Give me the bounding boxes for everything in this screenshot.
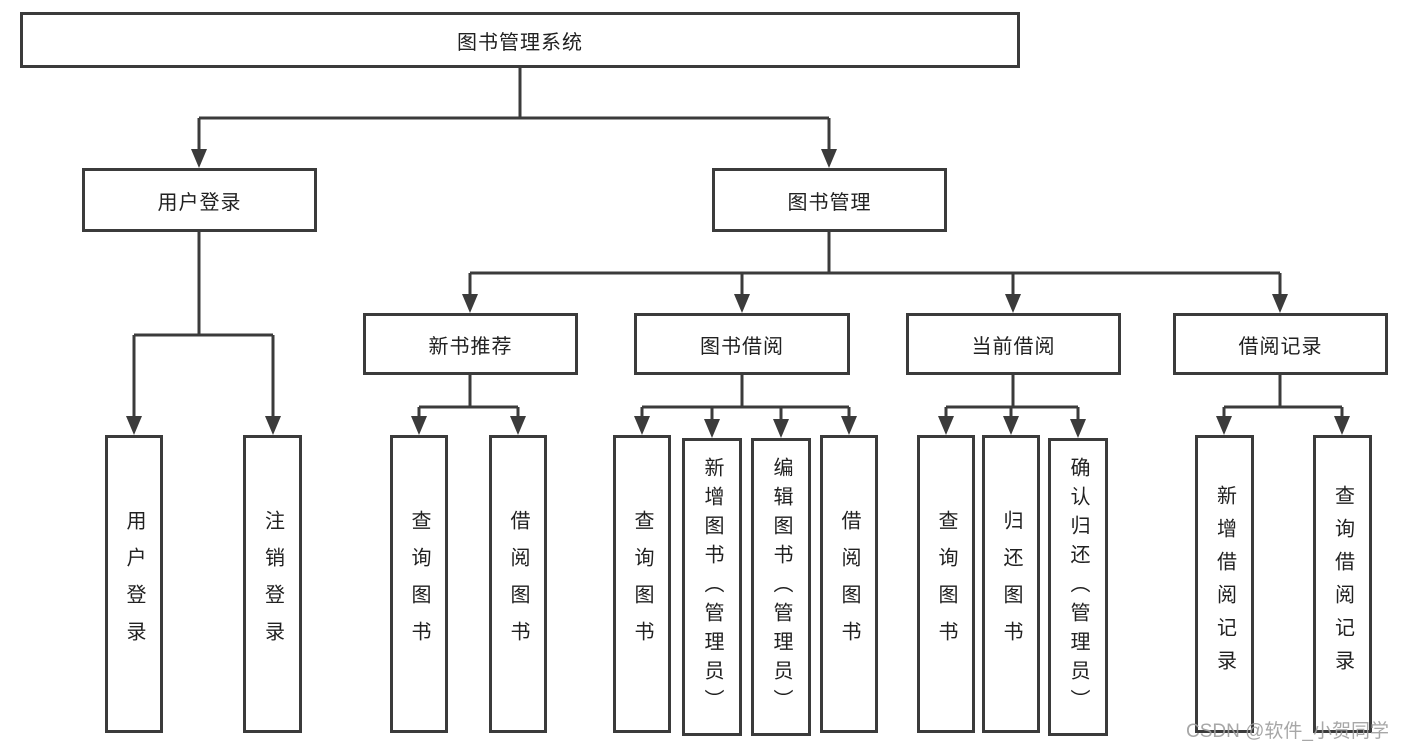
leaf-user-login: 用户登录 xyxy=(105,435,163,733)
leaf-logout: 注销登录 xyxy=(243,435,302,733)
node-book-borrowing: 图书借阅 xyxy=(634,313,850,375)
arrowhead-icons xyxy=(126,149,1350,438)
node-label: 确认归还（管理员） xyxy=(1067,456,1089,718)
leaf-add-borrow-record: 新增借阅记录 xyxy=(1195,435,1254,733)
node-current-borrowing: 当前借阅 xyxy=(906,313,1121,375)
node-library-system: 图书管理系统 xyxy=(20,12,1020,68)
node-label: 查询图书 xyxy=(408,510,430,658)
node-label: 借阅记录 xyxy=(1238,335,1323,358)
node-label: 归还图书 xyxy=(1000,510,1022,658)
node-label: 注销登录 xyxy=(261,510,284,658)
node-label: 当前借阅 xyxy=(971,335,1056,358)
leaf-query-books-3: 查询图书 xyxy=(917,435,975,733)
node-label: 借阅图书 xyxy=(838,510,860,658)
node-label: 新增图书（管理员） xyxy=(701,456,723,718)
leaf-return-books: 归还图书 xyxy=(982,435,1040,733)
node-label: 查询图书 xyxy=(935,510,957,658)
leaf-add-books-admin: 新增图书（管理员） xyxy=(682,438,742,736)
node-label: 用户登录 xyxy=(123,510,145,658)
csdn-watermark: CSDN @软件_小贺同学 xyxy=(1186,721,1389,742)
leaf-query-books-2: 查询图书 xyxy=(613,435,671,733)
node-user-login: 用户登录 xyxy=(82,168,317,232)
node-label: 图书管理系统 xyxy=(457,31,583,54)
node-label: 查询借阅记录 xyxy=(1331,485,1354,683)
node-label: 借阅图书 xyxy=(507,510,529,658)
node-label: 新书推荐 xyxy=(428,335,513,358)
leaf-edit-books-admin: 编辑图书（管理员） xyxy=(751,438,811,736)
leaf-borrow-books-1: 借阅图书 xyxy=(489,435,547,733)
node-label: 图书管理 xyxy=(787,191,872,214)
node-label: 查询图书 xyxy=(631,510,653,658)
leaf-query-borrow-record: 查询借阅记录 xyxy=(1313,435,1372,733)
leaf-confirm-return-admin: 确认归还（管理员） xyxy=(1048,438,1108,736)
node-borrowing-records: 借阅记录 xyxy=(1173,313,1388,375)
node-label: 新增借阅记录 xyxy=(1213,485,1236,683)
node-label: 图书借阅 xyxy=(700,335,784,358)
leaf-borrow-books-2: 借阅图书 xyxy=(820,435,878,733)
node-label: 编辑图书（管理员） xyxy=(770,456,792,718)
node-book-management: 图书管理 xyxy=(712,168,947,232)
node-label: 用户登录 xyxy=(157,191,242,214)
node-new-book-recommend: 新书推荐 xyxy=(363,313,578,375)
leaf-query-books-1: 查询图书 xyxy=(390,435,448,733)
